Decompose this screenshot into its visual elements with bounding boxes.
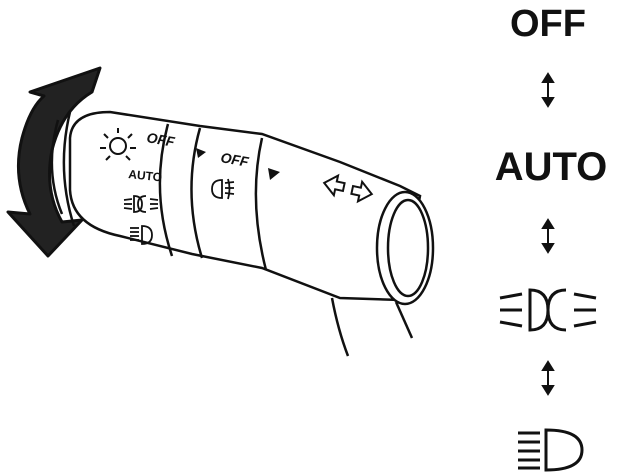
- parking-light-icon: [100, 128, 136, 161]
- lever-low-beam-icon: [123, 195, 159, 213]
- lever-end-cap: [375, 190, 435, 306]
- fog-light-icon: [211, 178, 235, 200]
- legend-auto-label: AUTO: [495, 145, 608, 189]
- double-arrow-vertical-icon: [541, 360, 555, 396]
- rotate-arrow-icon: [6, 66, 102, 258]
- turn-signal-arrows-icon: [322, 173, 374, 204]
- double-arrow-vertical-icon: [541, 72, 555, 108]
- headlight-pointer: [196, 148, 206, 158]
- legend-off-label: OFF: [510, 3, 586, 45]
- fog-off-label: OFF: [219, 149, 250, 170]
- high-beam-headlight-icon: [518, 428, 584, 472]
- lever-off-label: OFF: [145, 129, 176, 150]
- lever-high-beam-icon: [130, 225, 153, 245]
- low-beam-headlight-icon: [499, 288, 597, 332]
- double-arrow-vertical-icon: [541, 218, 555, 254]
- fog-pointer: [268, 168, 280, 180]
- lever-auto-label: AUTO: [128, 167, 163, 184]
- lever-body: [50, 110, 422, 357]
